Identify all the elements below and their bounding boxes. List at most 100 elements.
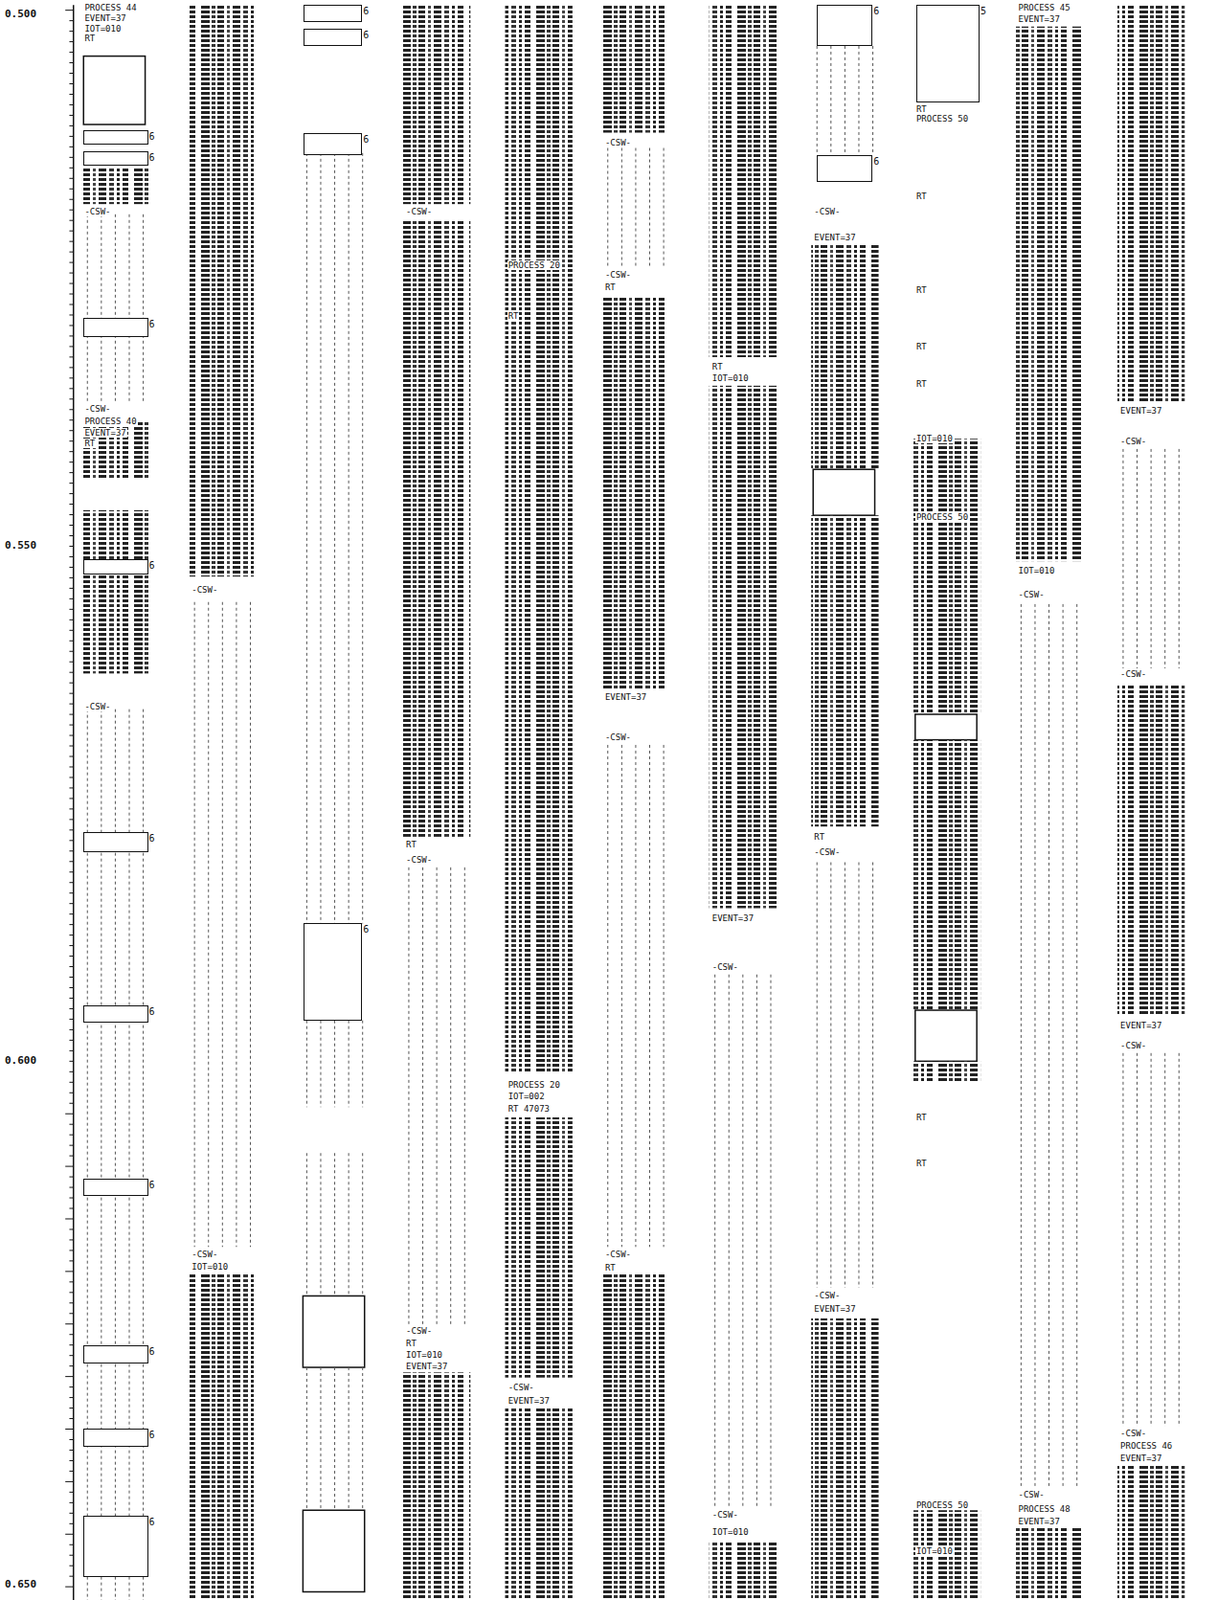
box-count: 6 xyxy=(149,1429,156,1441)
idle-trace xyxy=(114,214,116,404)
busy-trace xyxy=(505,1408,573,1600)
busy-trace xyxy=(811,515,879,827)
axis-tick xyxy=(68,304,73,306)
axis-tick xyxy=(68,167,73,169)
trace-box: 6 xyxy=(83,317,148,337)
axis-tick xyxy=(68,535,73,537)
axis-tick xyxy=(68,125,73,127)
axis-tick xyxy=(68,1050,73,1052)
box-count: 6 xyxy=(362,134,369,145)
axis-tick xyxy=(68,450,73,452)
axis-tick xyxy=(68,20,73,22)
busy-trace xyxy=(602,4,670,133)
axis-tick xyxy=(68,30,73,32)
trace-annotation: -CSW- xyxy=(604,137,632,148)
trace-annotation: PROCESS 50 xyxy=(915,1500,970,1510)
axis-tick xyxy=(68,566,73,568)
axis-tick xyxy=(68,934,73,936)
trace-box: 6 xyxy=(83,559,148,575)
idle-trace xyxy=(306,1020,308,1108)
axis-tick xyxy=(68,630,73,632)
busy-trace xyxy=(1117,4,1185,404)
axis-tick xyxy=(68,598,73,600)
axis-tick xyxy=(68,735,73,737)
axis-tick xyxy=(68,272,73,274)
trace-annotation: -CSW- xyxy=(405,855,433,865)
busy-trace xyxy=(1117,1464,1185,1600)
axis-tick xyxy=(68,808,73,810)
axis-tick xyxy=(68,1239,73,1240)
trace-annotation: IOT=010 xyxy=(915,433,954,444)
axis-tick xyxy=(68,640,73,642)
axis-tick xyxy=(68,1333,73,1335)
trace-annotation: RT xyxy=(915,379,928,389)
trace-annotation: PROCESS 48 xyxy=(1017,1504,1072,1514)
trace-annotation: -CSW- xyxy=(190,585,219,595)
axis-tick xyxy=(68,1029,73,1031)
idle-trace xyxy=(319,1367,321,1510)
axis-tick xyxy=(68,293,73,295)
axis-tick xyxy=(65,1375,74,1377)
trace-annotation: EVENT=37 xyxy=(1017,14,1061,24)
trace-box: 6 xyxy=(83,832,148,853)
axis-tick xyxy=(68,135,73,137)
trace-annotation: PROCESS 50 xyxy=(915,512,970,522)
box-count: 6 xyxy=(362,5,369,17)
trace-annotation: -CSW- xyxy=(190,1249,219,1260)
idle-trace xyxy=(1048,604,1050,1488)
axis-tick xyxy=(68,1491,73,1493)
box-count: 6 xyxy=(149,1006,156,1017)
idle-trace xyxy=(816,862,818,1288)
trace-annotation: PROCESS 40 xyxy=(83,416,137,427)
idle-trace xyxy=(1136,449,1138,669)
trace-annotation: PROCESS 46 xyxy=(1119,1441,1173,1451)
axis-tick xyxy=(68,966,73,968)
idle-trace xyxy=(436,867,438,1325)
idle-trace xyxy=(1076,604,1078,1488)
axis-tick xyxy=(65,1217,74,1219)
idle-trace xyxy=(1136,1053,1138,1427)
trace-annotation: RT xyxy=(915,341,928,352)
trace-annotation: IOT=010 xyxy=(83,23,122,34)
busy-trace xyxy=(709,1540,777,1600)
axis-tick xyxy=(68,1523,73,1525)
axis-tick xyxy=(65,1270,74,1272)
axis-tick xyxy=(68,714,73,716)
axis-tick xyxy=(68,199,73,201)
trace-annotation: RT xyxy=(83,438,96,449)
trace-box: 6 xyxy=(303,133,363,156)
axis-tick xyxy=(65,1481,74,1483)
trace-annotation: -CSW- xyxy=(1017,589,1046,600)
busy-trace xyxy=(505,4,573,1072)
trace-annotation: -CSW- xyxy=(405,1326,433,1336)
trace-box: 6 xyxy=(83,1345,148,1364)
busy-trace xyxy=(913,438,981,715)
box-count: 6 xyxy=(873,5,879,17)
axis-tick xyxy=(68,1449,73,1451)
axis-tick xyxy=(68,1228,73,1230)
trace-annotation: EVENT=37 xyxy=(812,232,857,243)
trace-annotation: RT xyxy=(915,285,928,295)
axis-tick xyxy=(68,387,73,389)
axis-tick xyxy=(68,1470,73,1472)
idle-trace xyxy=(306,1152,308,1296)
idle-trace xyxy=(621,744,623,1247)
axis-tick xyxy=(68,1260,73,1262)
busy-trace xyxy=(913,740,981,1011)
trace-annotation: PROCESS 20 xyxy=(507,1080,562,1090)
trace-annotation: EVENT=37 xyxy=(83,13,127,23)
trace-box: 6 xyxy=(816,155,874,182)
axis-tick xyxy=(68,51,73,53)
axis-tick xyxy=(68,1502,73,1504)
axis-tick xyxy=(68,178,73,180)
axis-tick xyxy=(68,461,73,463)
axis-tick xyxy=(68,902,73,904)
idle-trace xyxy=(634,744,636,1247)
trace-annotation: RT xyxy=(405,839,418,850)
idle-trace xyxy=(872,862,874,1288)
trace-box: 6 xyxy=(83,1428,148,1447)
axis-tick xyxy=(68,146,73,148)
trace-box: 6 xyxy=(816,4,874,46)
busy-trace xyxy=(81,168,149,204)
trace-annotation: EVENT=37 xyxy=(507,1396,551,1406)
